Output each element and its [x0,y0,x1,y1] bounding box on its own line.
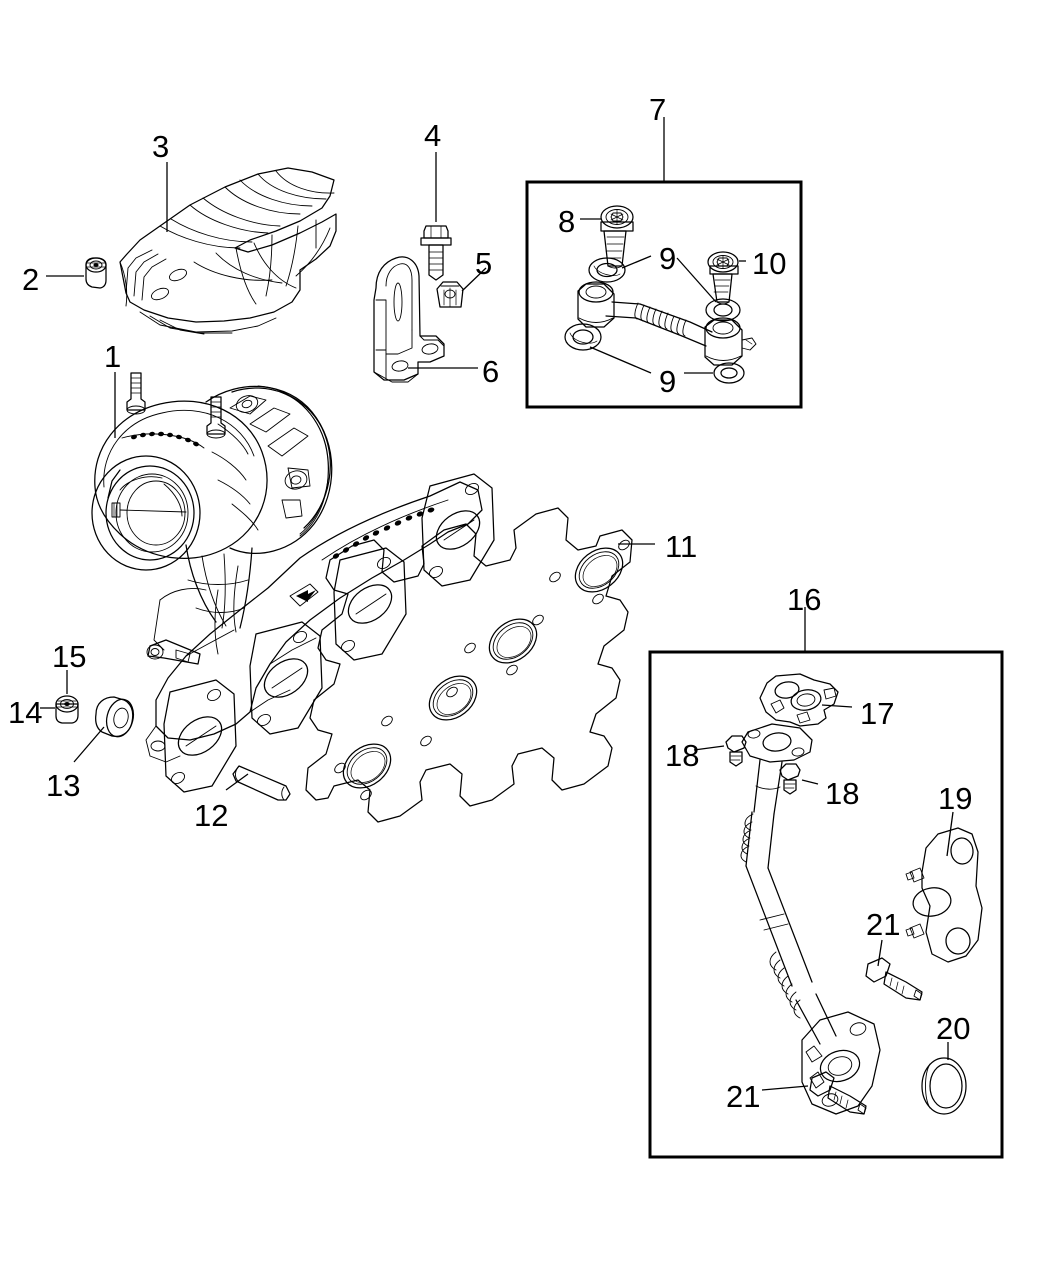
part-dowel-pin [225,765,291,801]
part-drain-stud-21a [865,939,923,1001]
callout-7: 7 [649,92,667,127]
callout-10: 10 [752,246,787,281]
callout-14: 14 [8,695,43,730]
part-support-bracket [373,256,478,383]
callout-11: 11 [665,529,698,564]
part-drain-tube [740,723,881,1115]
part-grommet-2 [46,257,107,289]
part-banjo-bolt-10 [707,251,746,305]
callout-15: 15 [52,639,87,674]
callout-4: 4 [424,118,442,153]
callout-18-b: 18 [825,776,860,811]
callout-8: 8 [558,204,576,239]
callout-9-a: 9 [659,241,677,276]
part-spacer-bushing [73,696,135,763]
part-drain-flange-19 [905,811,983,963]
callout-9-b: 9 [659,364,677,399]
callout-5: 5 [475,246,493,281]
part-oil-drain-group [693,673,983,1115]
callout-18-a: 18 [665,738,700,773]
part-oil-feed-hose [577,281,757,366]
part-drain-stud-21b [761,1071,867,1115]
part-banjo-bolt-8 [580,205,634,269]
callout-13: 13 [46,768,81,803]
part-drain-oring-20 [921,1042,967,1115]
part-bolt-4 [420,152,452,281]
part-manifold-gasket [305,507,655,823]
part-drain-bolt-18a [693,735,747,767]
part-oil-feed-line-group [564,205,757,384]
part-washer-9-lowerleft [564,323,652,374]
callout-19: 19 [938,781,973,816]
part-grommet-5 [436,267,487,308]
callout-12: 12 [194,798,229,833]
callout-21-b: 21 [726,1079,761,1114]
callout-6: 6 [482,354,500,389]
part-drain-bolt-18b [779,763,819,795]
part-nut-washer [40,670,79,724]
part-turbocharger-assembly [91,372,495,793]
group-box-7 [525,117,803,409]
callout-17: 17 [860,696,895,731]
callout-21-a: 21 [866,907,901,942]
callout-3: 3 [152,129,170,164]
callout-16: 16 [787,582,822,617]
callout-2: 2 [22,262,40,297]
callout-1: 1 [104,339,122,374]
callout-20: 20 [936,1011,971,1046]
part-drain-gasket-17 [759,673,853,727]
part-heat-shield [119,167,337,335]
part-washer-9-lowerright [684,362,745,384]
part-washer-9-upper [588,255,652,283]
group-box-16 [648,607,1004,1159]
